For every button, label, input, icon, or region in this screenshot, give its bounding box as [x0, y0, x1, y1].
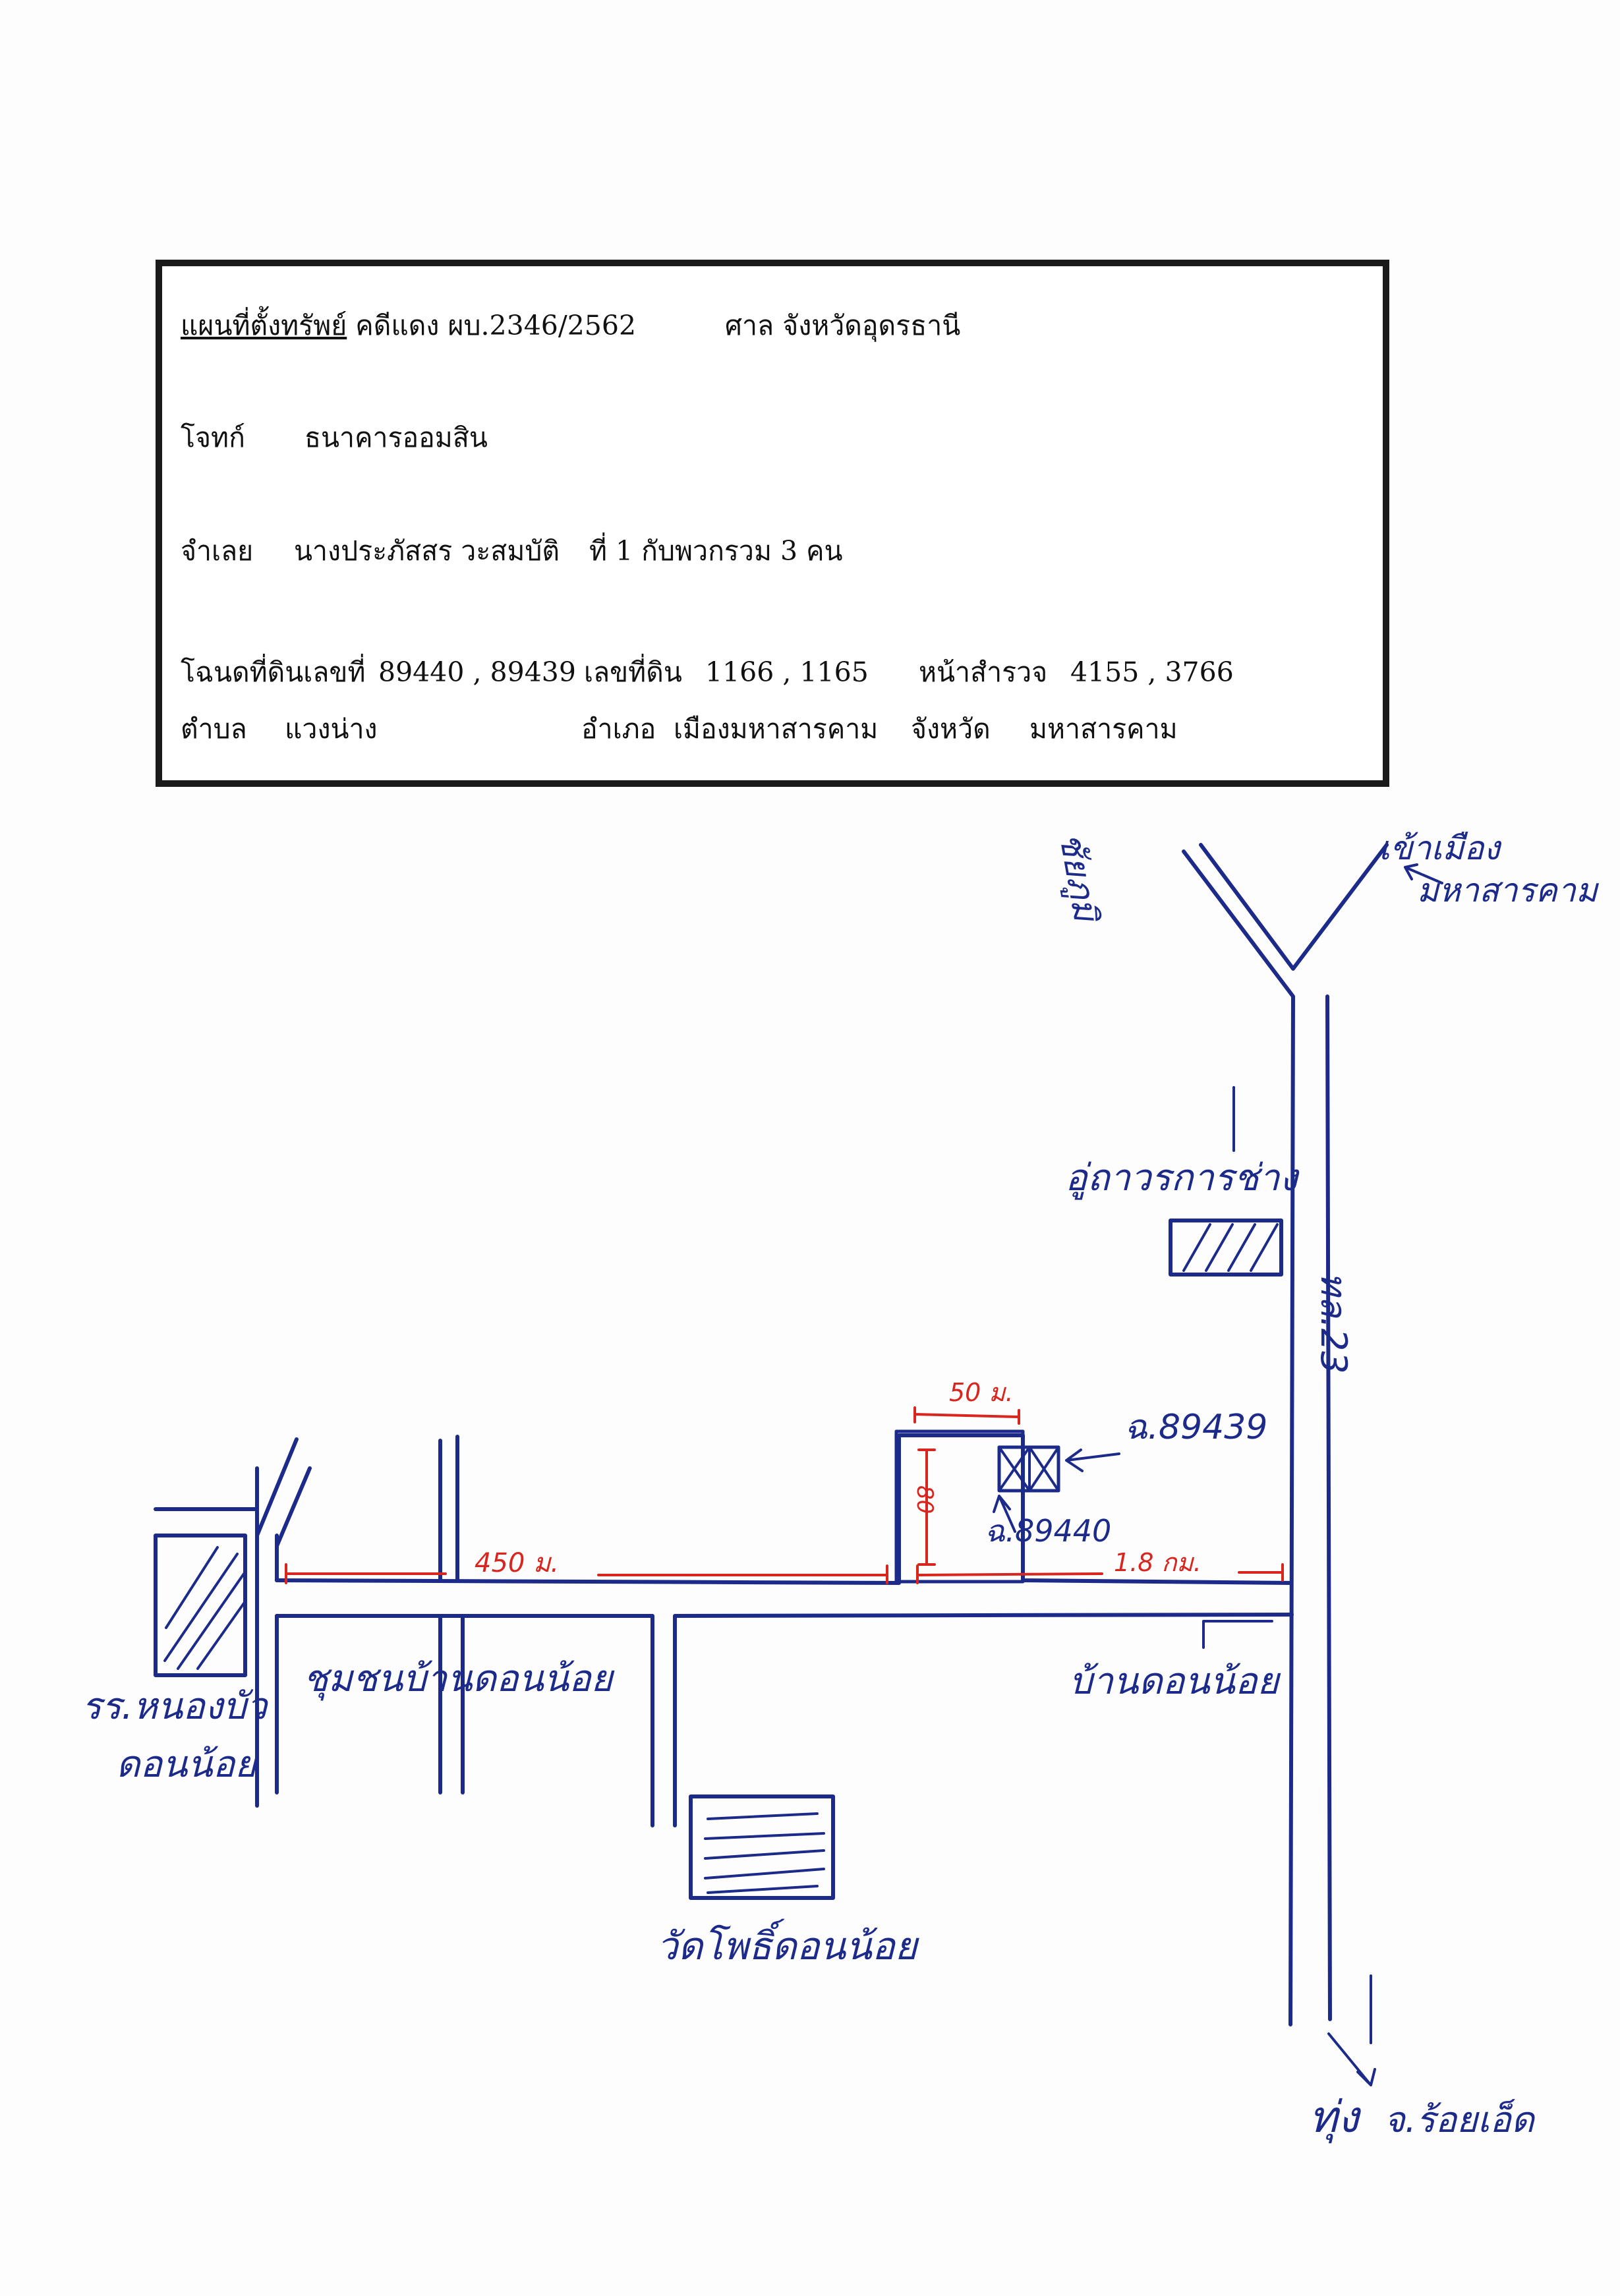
label-bottom-destination: จ.ร้อยเอ็ด: [1384, 2099, 1534, 2140]
garage-landmark: [1169, 1219, 1283, 1277]
case-number: คดีแดง ผบ.2346/2562: [355, 310, 637, 341]
dim-west: [285, 1563, 888, 1584]
label-school-2: ดอนน้อย: [116, 1743, 257, 1786]
plaintiff-name: ธนาคารออมสิน: [304, 422, 488, 453]
label-into-city: เข้าเมือง: [1379, 829, 1500, 867]
road-bottom-edge-east: [673, 1613, 1294, 1827]
label-deed-89440: ฉ.89440: [985, 1513, 1112, 1549]
subdistrict-label: ตำบล: [181, 713, 247, 745]
label-mahasarakham: มหาสารคาม: [1417, 871, 1598, 909]
dim-width: [913, 1406, 1020, 1425]
temple-landmark: [689, 1794, 835, 1900]
province-label: จังหวัด: [911, 713, 991, 745]
survey-numbers: 4155 , 3766: [1070, 656, 1234, 688]
dim-east: [916, 1563, 1284, 1584]
label-highway: ทล.23: [1313, 1272, 1354, 1374]
district-label: อำเภอ: [581, 713, 656, 745]
label-village-east: บ้านดอนน้อย: [1069, 1660, 1279, 1703]
label-distance-east: 1.8 กม.: [1114, 1548, 1201, 1577]
district-name: เมืองมหาสารคาม: [674, 713, 879, 745]
label-distance-west: 450 ม.: [475, 1548, 560, 1578]
label-width: 50 ม.: [949, 1378, 1014, 1407]
label-temple: วัดโพธิ์ดอนน้อย: [656, 1924, 917, 1968]
road-top-edge: [275, 1433, 1292, 1585]
property-info-box: แผนที่ตั้งทรัพย์ คดีแดง ผบ.2346/2562 ศาล…: [156, 260, 1389, 787]
court-name: ศาล จังหวัดอุดรธานี: [725, 310, 961, 341]
highway-right-edge-lower: [1325, 994, 1332, 2021]
deed-label: โฉนดที่ดินเลขที่: [181, 656, 366, 688]
province-name: มหาสารคาม: [1029, 713, 1178, 745]
label-school-1: รร.หนองบัว: [82, 1685, 268, 1728]
highway-right-edge: [1199, 843, 1389, 971]
map-title: แผนที่ตั้งทรัพย์: [181, 310, 347, 341]
road-bottom-edge: [275, 1614, 654, 1827]
land-number-label: เลขที่ดิน: [584, 656, 682, 688]
deed-numbers: 89440 , 89439: [378, 656, 576, 688]
plaintiff-label: โจทก์: [181, 422, 245, 453]
title-row: แผนที่ตั้งทรัพย์ คดีแดง ผบ.2346/2562: [181, 312, 636, 339]
label-deed-89439: ฉ.89439: [1124, 1408, 1268, 1447]
label-depth: 80: [911, 1485, 938, 1514]
survey-label: หน้าสำรวจ: [919, 656, 1048, 688]
arrow-deed-left: [993, 1495, 1016, 1533]
subdistrict-name: แวงน่าง: [285, 713, 378, 745]
highway-left-edge: [1182, 849, 1295, 2026]
label-garage: อู่ถาวรการช่าง: [1065, 1157, 1298, 1199]
arrow-deed-right: [1065, 1449, 1120, 1472]
school-landmark: [154, 1534, 247, 1677]
land-numbers: 1166 , 1165: [705, 656, 869, 688]
defendant-label: จำเลย: [181, 535, 254, 567]
defendant-name: นางประภัสสร วะสมบัติ: [294, 535, 560, 567]
west-road-ne-2: [275, 1466, 312, 1548]
label-village-center: ชุมชนบ้านดอนน้อย: [303, 1657, 613, 1700]
label-bottom-marker: ทุ่ง: [1309, 2092, 1359, 2142]
dim-depth: [917, 1449, 936, 1566]
defendant-extra: ที่ 1 กับพวกรวม 3 คน: [589, 535, 843, 567]
west-road-ne-1: [255, 1437, 299, 1537]
property-plot: [894, 1429, 1025, 1584]
